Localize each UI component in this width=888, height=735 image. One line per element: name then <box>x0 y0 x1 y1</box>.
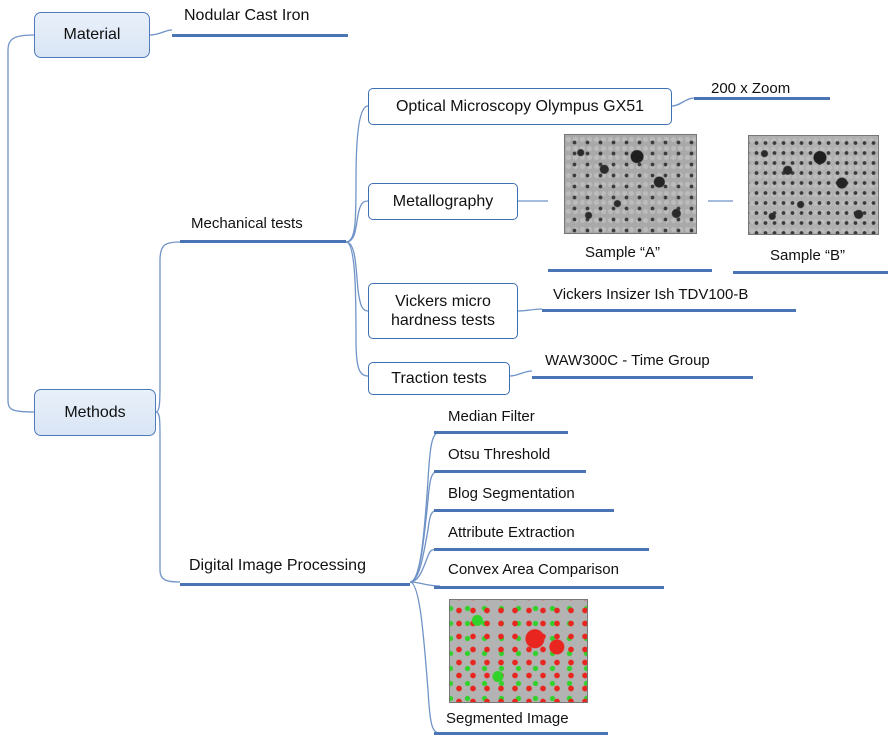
material-label: Material <box>63 26 121 44</box>
sample-a-label: Sample “A” <box>585 244 661 261</box>
sample-b-label: Sample “B” <box>770 247 846 264</box>
dip-step-otsu-threshold-underline <box>434 470 586 473</box>
traction-machine-label: WAW300C - Time Group <box>545 352 710 369</box>
optical-microscopy-node[interactable]: Optical Microscopy Olympus GX51 <box>368 88 672 125</box>
vickers-node[interactable]: Vickers micro hardness tests <box>368 283 518 339</box>
sample-b-micrograph <box>748 135 879 235</box>
traction-machine-underline <box>532 376 753 379</box>
zoom-label: 200 x Zoom <box>711 80 791 97</box>
dip-step-blog-segmentation-underline <box>434 509 614 512</box>
traction-tests-node[interactable]: Traction tests <box>368 362 510 395</box>
sample-a-micrograph <box>564 134 697 234</box>
vickers-instrument-label: Vickers Insizer Ish TDV100-B <box>553 286 749 303</box>
material-node[interactable]: Material <box>34 12 150 58</box>
dip-step-attribute-extraction: Attribute Extraction <box>448 524 575 541</box>
traction-tests-label: Traction tests <box>391 369 487 387</box>
mechanical-tests-label: Mechanical tests <box>191 215 303 232</box>
methods-label: Methods <box>64 403 126 421</box>
dip-step-median-filter: Median Filter <box>448 408 535 425</box>
segmented-image-underline <box>434 732 608 735</box>
nodular-cast-iron-label: Nodular Cast Iron <box>184 7 310 24</box>
segmented-image <box>449 599 588 703</box>
sample-b-underline <box>733 271 888 274</box>
metallography-node[interactable]: Metallography <box>368 183 518 220</box>
dip-label: Digital Image Processing <box>189 557 366 574</box>
vickers-instrument-underline <box>542 309 796 312</box>
methods-node[interactable]: Methods <box>34 389 156 436</box>
nodular-cast-iron-underline <box>172 34 348 37</box>
sample-a-underline <box>548 269 712 272</box>
dip-step-attribute-extraction-underline <box>434 548 649 551</box>
dip-step-blog-segmentation: Blog Segmentation <box>448 485 575 502</box>
mechanical-tests-underline <box>180 240 346 243</box>
metallography-label: Metallography <box>392 192 494 210</box>
dip-step-otsu-threshold: Otsu Threshold <box>448 446 551 463</box>
optical-microscopy-label: Optical Microscopy Olympus GX51 <box>395 97 645 115</box>
segmented-image-label: Segmented Image <box>446 710 569 727</box>
dip-step-convex-area-comparison: Convex Area Comparison <box>448 561 619 578</box>
dip-step-convex-area-comparison-underline <box>434 586 664 589</box>
vickers-label-line2: hardness tests <box>390 312 496 329</box>
vickers-label-line1: Vickers micro <box>395 292 491 310</box>
dip-step-median-filter-underline <box>434 431 568 434</box>
zoom-underline <box>694 97 830 100</box>
dip-underline <box>180 583 410 586</box>
